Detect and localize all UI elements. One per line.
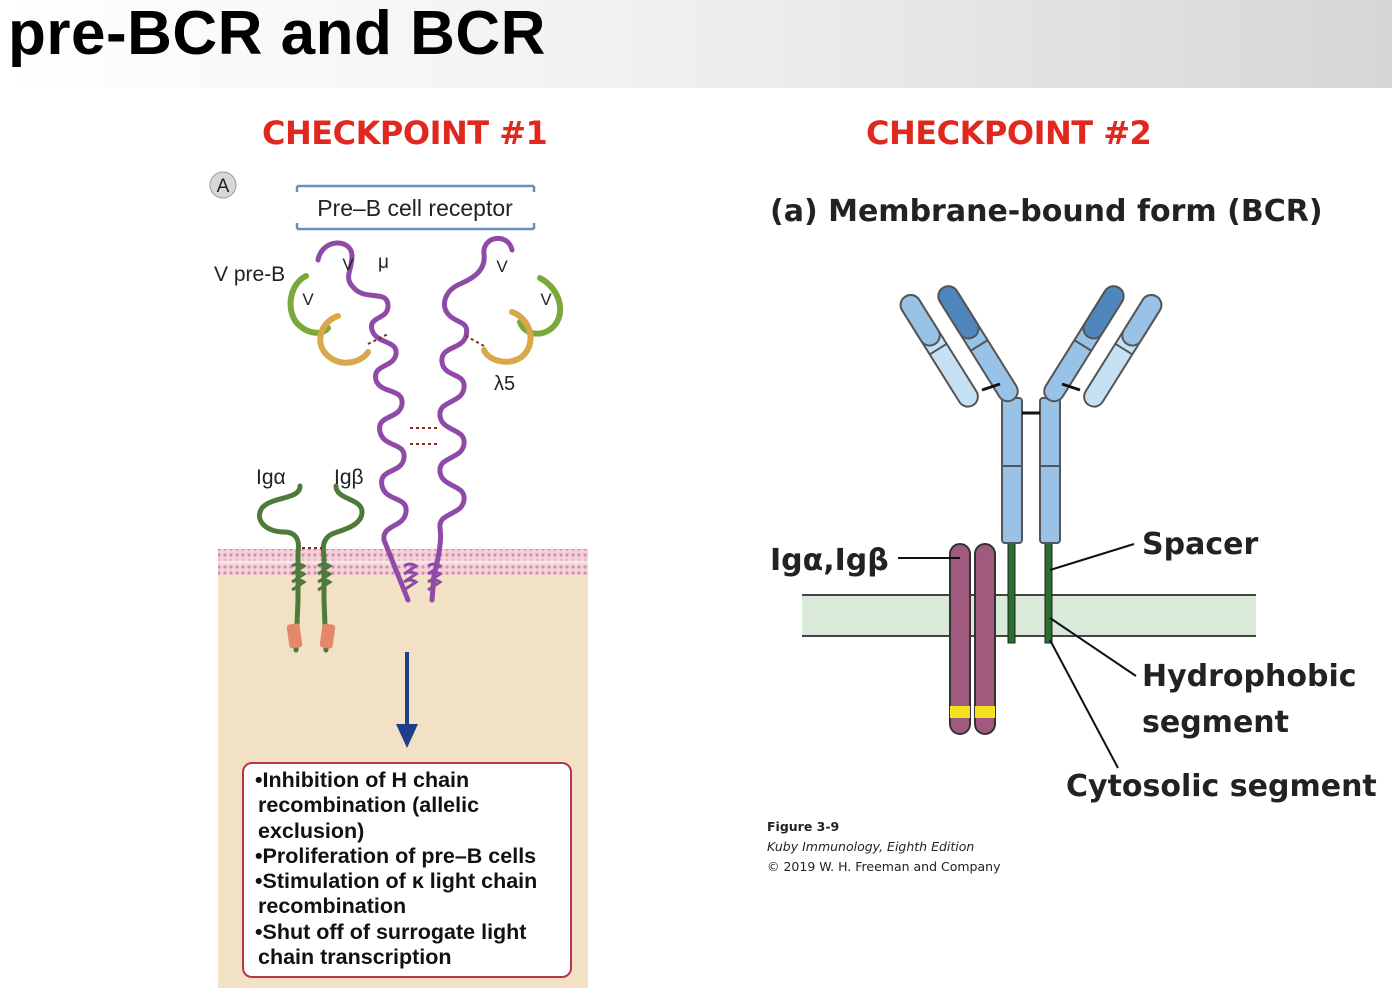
ig-alpha-beta-bars <box>949 543 996 735</box>
label-ig-alpha-beta: Igα,Igβ <box>770 543 889 578</box>
bcr-panel-title: (a) Membrane-bound form (BCR) <box>770 194 1323 229</box>
label-v-light-left: V <box>302 290 314 309</box>
figure-copyright: © 2019 W. H. Freeman and Company <box>767 859 1001 874</box>
checkpoint-1-label: CHECKPOINT #1 <box>262 114 548 152</box>
figure-source-book: Kuby Immunology, Eighth Edition <box>767 839 975 854</box>
checkpoint-2-label: CHECKPOINT #2 <box>866 114 1152 152</box>
label-hydrophobic-line1: Hydrophobic <box>1142 659 1357 694</box>
ig-alpha-itam <box>286 623 303 649</box>
effects-list: •Inhibition of H chain recombination (al… <box>255 768 562 970</box>
label-v-heavy-right: V <box>496 257 508 276</box>
effect-item: •Stimulation of κ light chain recombinat… <box>255 869 538 919</box>
mu-heavy-chain-left <box>315 240 411 603</box>
effect-item: •Proliferation of pre–B cells <box>255 843 537 868</box>
figure-caption: Figure 3-9 Kuby Immunology, Eighth Editi… <box>767 817 1000 877</box>
bcr-tm-left <box>1007 542 1016 644</box>
ig-beta-chain <box>320 483 365 653</box>
bcr-membrane <box>802 595 1256 636</box>
receptor-title-bracket <box>295 184 536 231</box>
label-v-heavy-left: V <box>342 255 354 274</box>
label-cytosolic-segment: Cytosolic segment <box>1066 769 1377 804</box>
effect-item: •Shut off of surrogate light chain trans… <box>255 919 527 970</box>
receptor-title: Pre–B cell receptor <box>317 195 513 221</box>
ig-alpha-chain <box>257 483 303 653</box>
signal-arrow <box>396 652 418 748</box>
effect-item: •Inhibition of H chain recombination (al… <box>255 768 480 843</box>
bcr-panel: (a) Membrane-bound form (BCR) <box>770 194 1377 804</box>
bcr-heavy-chains <box>899 285 1163 544</box>
lambda5-left <box>317 313 371 366</box>
label-mu: μ <box>378 252 389 273</box>
panel-letter: A <box>217 176 230 197</box>
label-ig-alpha: Igα <box>256 466 286 489</box>
mu-heavy-chain-right <box>429 236 515 603</box>
figure-number: Figure 3-9 <box>767 819 840 834</box>
pre-bcr-effects-box: •Inhibition of H chain recombination (al… <box>242 762 572 978</box>
label-hydrophobic-line2: segment <box>1142 705 1289 740</box>
ig-beta-itam <box>319 623 336 649</box>
label-v-light-right: V <box>540 290 552 309</box>
lambda5-right <box>481 309 534 365</box>
label-ig-beta: Igβ <box>334 466 364 489</box>
bcr-tm-right <box>1044 542 1053 644</box>
title-bar: pre-BCR and BCR <box>0 0 1392 88</box>
label-lambda5: λ5 <box>494 373 515 395</box>
panel-letter-badge: A <box>209 171 237 199</box>
heavy-chain-disulfides <box>410 427 438 445</box>
label-v-pre-b: V pre-B <box>214 263 285 286</box>
label-spacer: Spacer <box>1142 527 1258 562</box>
bcr-leader-lines <box>898 543 1137 769</box>
transmembrane-coils <box>291 562 443 592</box>
slide-title: pre-BCR and BCR <box>8 0 546 68</box>
